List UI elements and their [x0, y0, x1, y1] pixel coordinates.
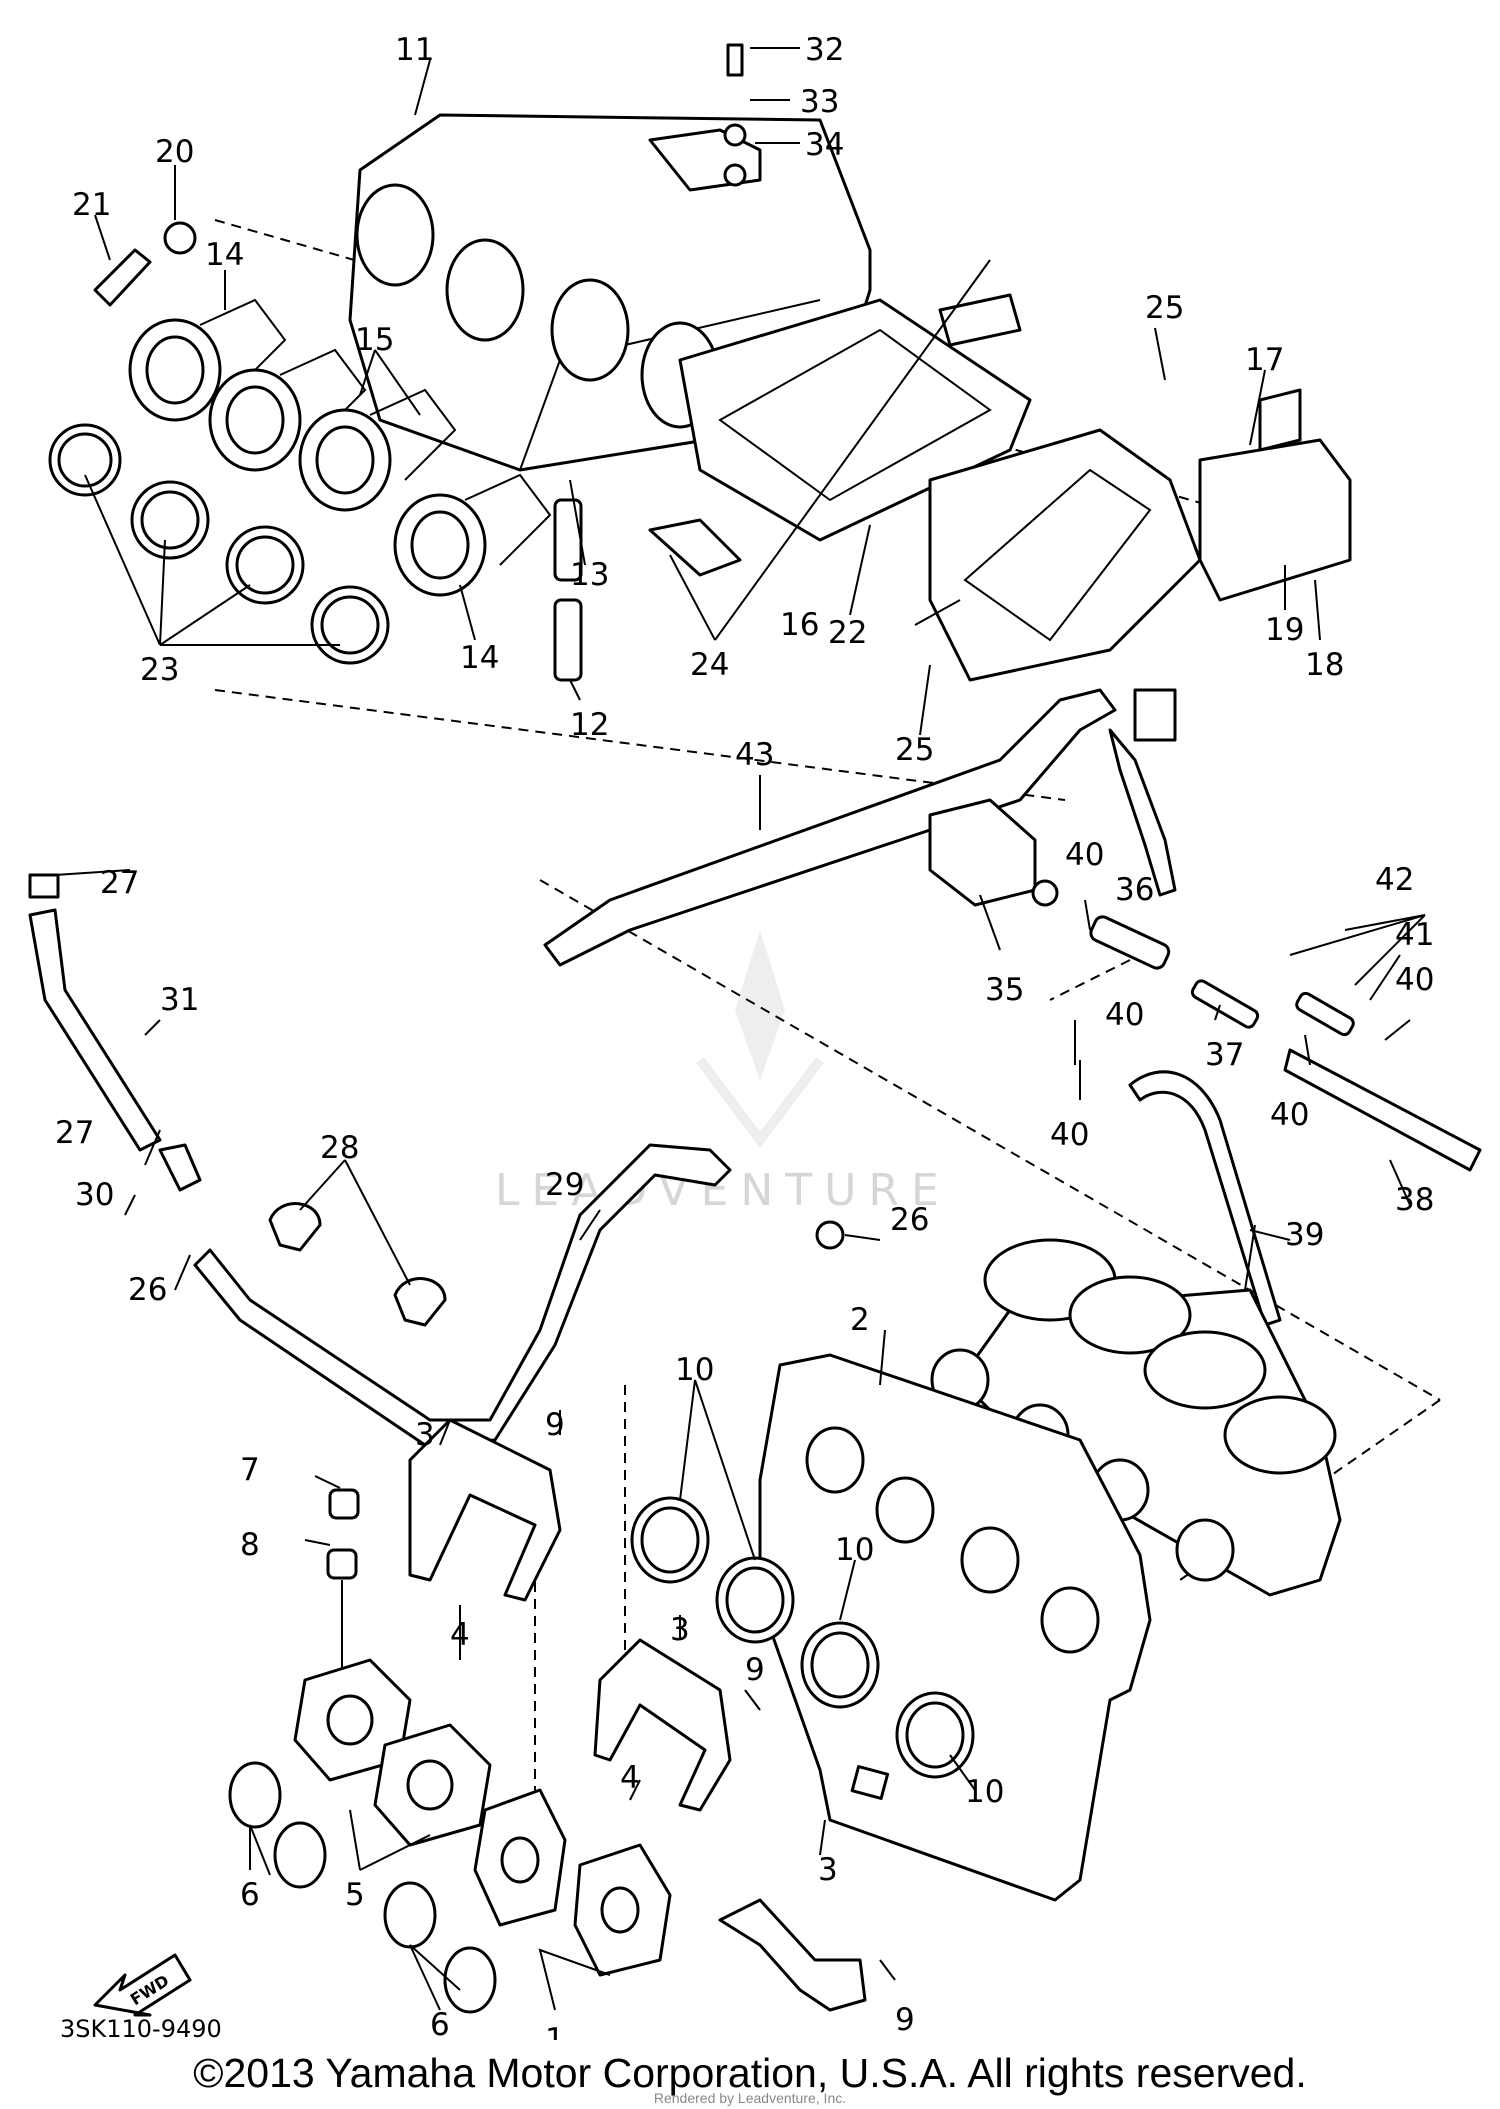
callout-2: 2 [850, 1302, 870, 1338]
callout-1: 1 [545, 2022, 565, 2040]
carburetor-assembly [930, 1238, 1342, 1597]
callout-20: 20 [155, 134, 194, 170]
intake-plate [758, 1353, 1152, 1902]
callout-40e: 40 [1050, 1117, 1089, 1153]
callout-4a: 4 [450, 1617, 470, 1653]
callout-29: 29 [545, 1167, 584, 1203]
callout-17: 17 [1245, 342, 1284, 378]
callout-37: 37 [1205, 1037, 1244, 1073]
callout-9a: 9 [545, 1407, 565, 1443]
callout-12: 12 [570, 707, 609, 743]
callout-3b: 3 [670, 1612, 690, 1648]
forward-direction-arrow: FWD [93, 1953, 192, 2017]
intake-joint [1198, 388, 1352, 602]
callout-24: 24 [690, 647, 729, 683]
callout-21: 21 [72, 187, 111, 223]
callout-11: 11 [395, 32, 434, 68]
callout-26b: 26 [890, 1202, 929, 1238]
drain-hose [93, 43, 747, 682]
exploded-view-drawing: LEADVENTURE [28, 32, 1482, 2040]
breather-hose [543, 688, 1177, 967]
callout-35: 35 [985, 972, 1024, 1008]
callout-27a: 27 [100, 865, 139, 901]
callout-26a: 26 [128, 1272, 167, 1308]
diagram-code: 3SK110-9490 [60, 2015, 222, 2040]
callout-28: 28 [320, 1130, 359, 1166]
callout-9b: 9 [745, 1652, 765, 1688]
callout-5: 5 [345, 1877, 365, 1913]
callout-34: 34 [805, 127, 844, 163]
callout-7: 7 [240, 1452, 260, 1488]
air-cut-valve [928, 688, 1177, 907]
callout-14a: 14 [205, 237, 244, 273]
callout-labels: 11 32 33 34 20 21 14 15 23 14 13 12 24 1… [55, 32, 1434, 2040]
intake-boots [128, 298, 552, 597]
callout-13: 13 [570, 557, 609, 593]
callout-25a: 25 [1145, 290, 1184, 326]
callout-4b: 4 [620, 1760, 640, 1796]
callout-10a: 10 [675, 1352, 714, 1388]
callout-15: 15 [355, 322, 394, 358]
callout-41: 41 [1395, 917, 1434, 953]
callout-40b: 40 [1395, 962, 1434, 998]
copyright-notice: ©2013 Yamaha Motor Corporation, U.S.A. A… [193, 2050, 1307, 2096]
callout-25b: 25 [895, 732, 934, 768]
o-rings [228, 1761, 497, 2014]
carburetor-joints [293, 1658, 672, 1977]
render-credit: Rendered by Leadventure, Inc. [653, 2090, 847, 2106]
callout-23: 23 [140, 652, 179, 688]
callout-27b: 27 [55, 1115, 94, 1151]
callout-40c: 40 [1105, 997, 1144, 1033]
reed-valve-hoses [1089, 915, 1482, 1327]
callout-19: 19 [1265, 612, 1304, 648]
crankcase-breather-hoses [28, 873, 845, 1447]
callout-33: 33 [800, 84, 839, 120]
callout-6a: 6 [240, 1877, 260, 1913]
callout-40a: 40 [1065, 837, 1104, 873]
callout-43: 43 [735, 737, 774, 773]
callout-4c: 4 [710, 2037, 730, 2040]
carburetor-brackets [408, 1418, 867, 2012]
callout-3a: 3 [415, 1417, 435, 1453]
callout-38: 38 [1395, 1182, 1434, 1218]
callout-36: 36 [1115, 872, 1154, 908]
callout-22: 22 [828, 615, 867, 651]
watermark-logo [696, 930, 824, 1149]
callout-6b: 6 [430, 2007, 450, 2040]
callout-10c: 10 [965, 1774, 1004, 1810]
air-filter-cover [928, 428, 1202, 682]
callout-39: 39 [1285, 1217, 1324, 1253]
callout-16: 16 [780, 607, 819, 643]
hose-clips [268, 1202, 447, 1327]
leader-lines [54, 47, 1426, 2011]
callout-8: 8 [240, 1527, 260, 1563]
callout-30: 30 [75, 1177, 114, 1213]
carburetor-clamps [630, 1496, 975, 1779]
callout-32: 32 [805, 32, 844, 68]
callout-14b: 14 [460, 640, 499, 676]
callout-10b: 10 [835, 1532, 874, 1568]
callout-42: 42 [1375, 862, 1414, 898]
callout-18: 18 [1305, 647, 1344, 683]
callout-3c: 3 [818, 1852, 838, 1888]
caps [326, 1488, 360, 1670]
callout-9c: 9 [895, 2002, 915, 2038]
callout-40d: 40 [1270, 1097, 1309, 1133]
callout-31: 31 [160, 982, 199, 1018]
